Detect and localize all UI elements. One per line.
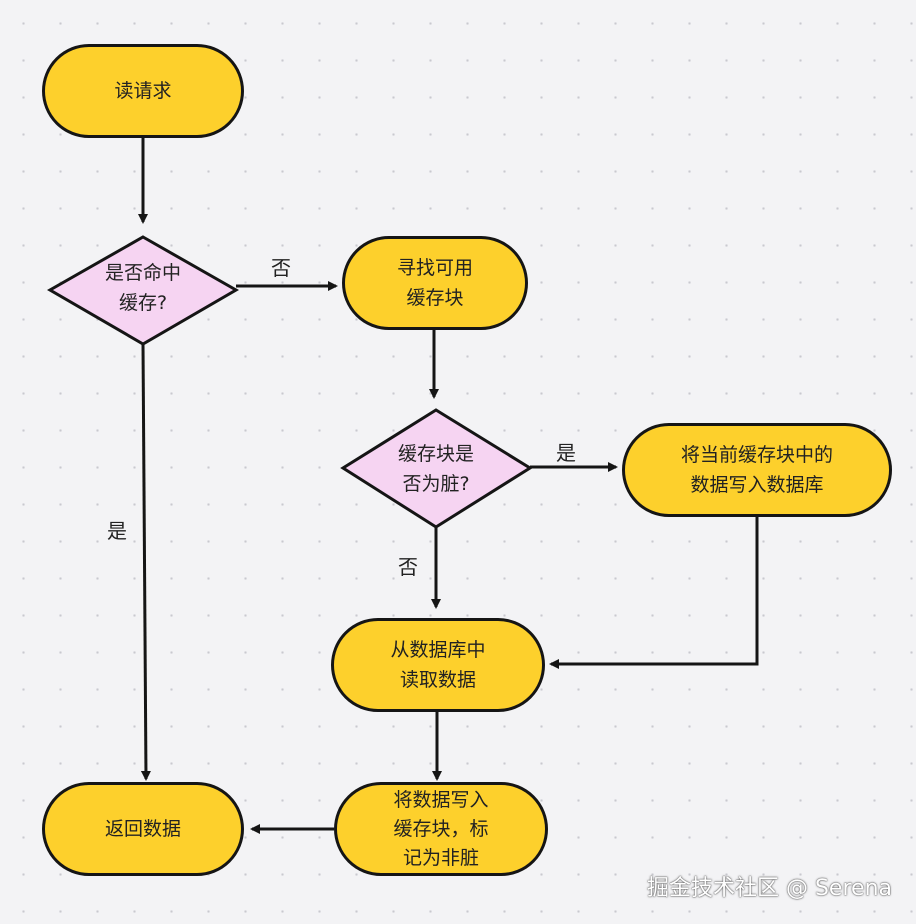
- node-block-dirty: 缓存块是 否为脏?: [373, 436, 499, 502]
- node-write-cache-clean-label: 将数据写入 缓存块，标 记为非脏: [393, 788, 489, 869]
- node-find-cache-block: 寻找可用 缓存块: [342, 236, 528, 330]
- node-cache-hit: 是否命中 缓存?: [80, 255, 206, 321]
- node-cache-hit-label: 是否命中 缓存?: [104, 262, 181, 314]
- node-read-from-db-label: 从数据库中 读取数据: [390, 639, 486, 691]
- node-write-cache-clean: 将数据写入 缓存块，标 记为非脏: [334, 782, 548, 876]
- edge-label-dirty-no: 否: [398, 555, 418, 579]
- edge-hit-yes-to-return: [140, 343, 151, 781]
- watermark: 掘金技术社区 @ Serena: [646, 876, 892, 901]
- edge-write-to-read-db: [549, 517, 759, 669]
- node-find-cache-block-label: 寻找可用 缓存块: [396, 257, 473, 309]
- edge-label-hit-no: 否: [271, 256, 291, 280]
- edge-label-dirty-yes: 是: [556, 441, 576, 465]
- node-return-data: 返回数据: [42, 782, 244, 876]
- node-return-data-label: 返回数据: [104, 818, 181, 840]
- node-read-request: 读请求: [42, 44, 244, 138]
- node-block-dirty-label: 缓存块是 否为脏?: [397, 443, 474, 495]
- node-write-to-db: 将当前缓存块中的 数据写入数据库: [622, 423, 892, 517]
- node-write-to-db-label: 将当前缓存块中的 数据写入数据库: [680, 444, 833, 496]
- edge-label-hit-yes: 是: [107, 519, 127, 543]
- node-read-request-label: 读请求: [114, 80, 172, 102]
- node-read-from-db: 从数据库中 读取数据: [331, 618, 545, 712]
